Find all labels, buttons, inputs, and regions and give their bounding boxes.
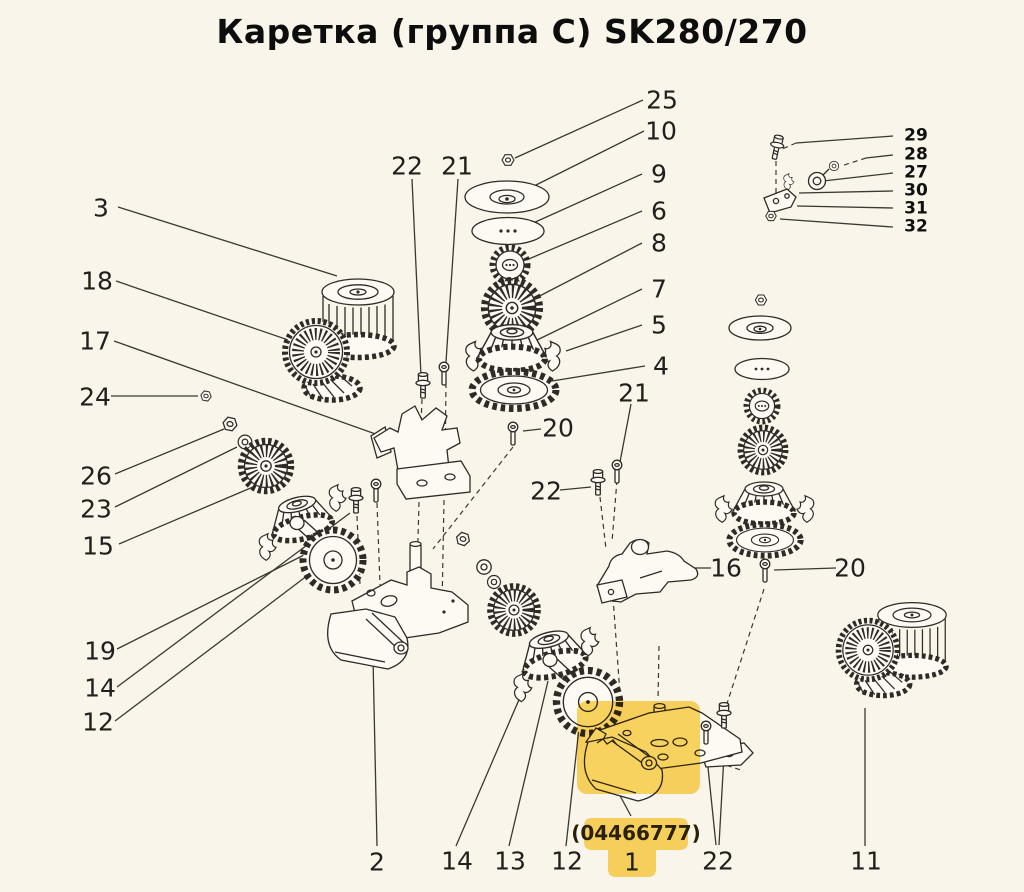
mounting-plate-assembly-2 bbox=[327, 540, 469, 670]
callout-7: 7 bbox=[651, 274, 667, 304]
right-gear-stack bbox=[714, 294, 815, 556]
callout-14-left: 14 bbox=[84, 673, 116, 703]
callout-16: 16 bbox=[710, 553, 742, 583]
screw-cluster-top-right bbox=[763, 133, 840, 222]
callout-12-bottom: 12 bbox=[551, 846, 583, 876]
callout-2: 2 bbox=[369, 847, 385, 877]
callout-1-highlighted: 1 bbox=[624, 847, 640, 877]
callout-15: 15 bbox=[82, 531, 114, 561]
callout-27: 27 bbox=[904, 162, 928, 183]
callout-10: 10 bbox=[645, 116, 677, 146]
callout-20-right: 20 bbox=[834, 553, 866, 583]
callout-17: 17 bbox=[79, 326, 111, 356]
highlight-part-code: (04466777) bbox=[571, 821, 701, 845]
callout-22-bottom: 22 bbox=[702, 846, 734, 876]
callout-29: 29 bbox=[904, 125, 928, 146]
callout-32: 32 bbox=[904, 216, 928, 237]
callout-26: 26 bbox=[80, 461, 112, 491]
callout-13: 13 bbox=[494, 846, 526, 876]
callout-5: 5 bbox=[651, 310, 667, 340]
highlight-label-box bbox=[584, 818, 688, 877]
latch-bracket-16 bbox=[596, 538, 699, 604]
claw-bracket-17 bbox=[370, 405, 471, 500]
leader-lines bbox=[111, 99, 894, 847]
left-brush-drum-assembly bbox=[285, 279, 394, 400]
callout-14-bottom: 14 bbox=[441, 846, 473, 876]
callout-21-top: 21 bbox=[441, 151, 473, 181]
callout-22-mid: 22 bbox=[530, 476, 562, 506]
callout-23: 23 bbox=[80, 494, 112, 524]
callout-9: 9 bbox=[651, 159, 667, 189]
callout-22-top: 22 bbox=[391, 151, 423, 181]
page-title: Каретка (группа C) SK280/270 bbox=[216, 12, 808, 51]
callout-6: 6 bbox=[651, 196, 667, 226]
left-small-parts bbox=[199, 390, 291, 491]
right-brush-drum-assembly bbox=[839, 603, 947, 696]
center-gear-stack bbox=[464, 154, 561, 409]
callout-21-mid: 21 bbox=[618, 378, 650, 408]
left-gear-assembly bbox=[258, 478, 382, 590]
callout-18: 18 bbox=[81, 266, 113, 296]
callout-3: 3 bbox=[93, 193, 109, 223]
lower-gear-assembly bbox=[514, 625, 619, 734]
callout-24: 24 bbox=[79, 382, 111, 412]
callout-8: 8 bbox=[651, 228, 667, 258]
callout-31: 31 bbox=[904, 198, 928, 219]
callout-25: 25 bbox=[646, 85, 678, 115]
callout-28: 28 bbox=[904, 144, 928, 165]
highlight-part-region bbox=[577, 701, 700, 794]
callout-12-left: 12 bbox=[82, 707, 114, 737]
callout-19: 19 bbox=[84, 636, 116, 666]
callout-4: 4 bbox=[653, 351, 669, 381]
callout-20-center: 20 bbox=[542, 413, 574, 443]
callout-30: 30 bbox=[904, 180, 928, 201]
center-small-parts bbox=[415, 361, 771, 634]
callout-11: 11 bbox=[850, 846, 882, 876]
